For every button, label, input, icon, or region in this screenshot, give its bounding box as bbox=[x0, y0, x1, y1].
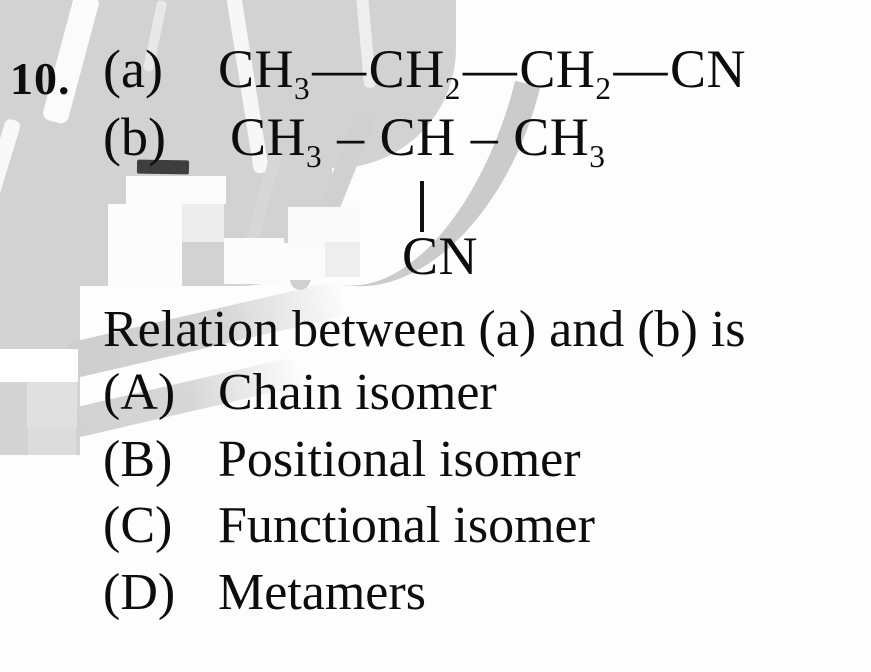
formula-a: CH3—CH2—CH2—CN bbox=[218, 39, 747, 104]
redaction-block bbox=[108, 204, 182, 286]
chem-group: CH bbox=[519, 39, 596, 99]
redaction-block bbox=[325, 242, 360, 277]
chem-subscript: 2 bbox=[595, 70, 612, 106]
question-prompt: Relation between (a) and (b) is bbox=[103, 301, 746, 358]
formula-b: CH3–CH–CH3 bbox=[230, 107, 605, 172]
chem-group: CN bbox=[670, 39, 747, 99]
chem-group: CH bbox=[230, 107, 307, 167]
option-label-d: (D) bbox=[103, 564, 176, 621]
option-text-b: Positional isomer bbox=[218, 431, 581, 488]
option-text-c: Functional isomer bbox=[218, 497, 595, 554]
chem-subscript: 3 bbox=[589, 138, 606, 174]
single-bond-dash: — bbox=[613, 39, 669, 99]
redaction-block bbox=[126, 176, 226, 204]
redaction-block bbox=[182, 204, 224, 242]
chem-group: CH bbox=[513, 107, 590, 167]
chem-subscript: 3 bbox=[294, 70, 311, 106]
single-bond-dash: — bbox=[462, 39, 518, 99]
single-bond-dash: – bbox=[337, 107, 365, 167]
option-text-a: Chain isomer bbox=[218, 364, 497, 421]
watermark-light-block bbox=[27, 382, 77, 428]
option-label-c: (C) bbox=[103, 497, 173, 554]
option-row-d: (D) Metamers bbox=[103, 567, 426, 619]
branch-group-cn: CN bbox=[402, 226, 479, 286]
part-a-row: (a)CH3—CH2—CH2—CN bbox=[103, 39, 747, 104]
part-a-label: (a) bbox=[103, 39, 163, 99]
option-text-d: Metamers bbox=[218, 564, 426, 621]
option-row-a: (A) Chain isomer bbox=[103, 367, 497, 419]
chem-subscript: 3 bbox=[306, 138, 323, 174]
chem-group: CH bbox=[218, 39, 295, 99]
option-row-b: (B) Positional isomer bbox=[103, 434, 581, 486]
part-b-label: (b) bbox=[103, 107, 166, 167]
vertical-bond-line bbox=[420, 181, 424, 232]
option-row-c: (C) Functional isomer bbox=[103, 500, 595, 552]
chem-group: CH bbox=[379, 107, 456, 167]
question-number: 10. bbox=[10, 53, 71, 104]
redaction-block bbox=[250, 243, 288, 275]
redaction-block bbox=[288, 243, 325, 280]
redaction-block bbox=[288, 207, 360, 243]
single-bond-dash: — bbox=[312, 39, 367, 99]
single-bond-dash: – bbox=[470, 107, 499, 167]
chem-group: CH bbox=[368, 39, 445, 99]
watermark-white-band bbox=[0, 349, 78, 382]
option-label-b: (B) bbox=[103, 431, 173, 488]
watermark-light-block bbox=[28, 428, 76, 455]
part-b-row: (b)CH3–CH–CH3 bbox=[103, 107, 605, 172]
option-label-a: (A) bbox=[103, 364, 176, 421]
chem-subscript: 2 bbox=[444, 70, 461, 106]
